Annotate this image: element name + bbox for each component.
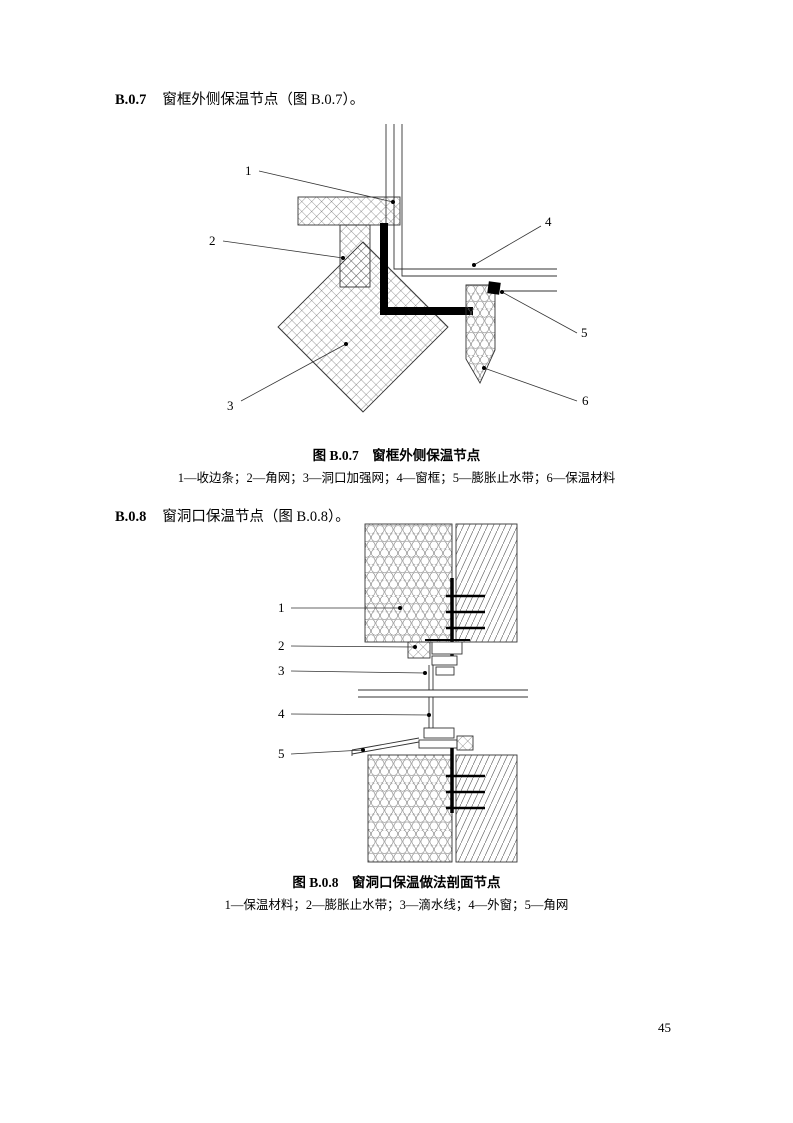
top-insulation-block — [364, 523, 453, 643]
figure-b08-diagram: 1 2 3 4 5 — [278, 523, 528, 863]
frame-seal-profile — [380, 223, 473, 315]
bottom-anchors — [446, 774, 485, 810]
waterstop-block — [487, 281, 501, 295]
clause-b07-heading: B.0.7 窗框外侧保温节点（图 B.0.7）。 — [115, 88, 364, 109]
figure-b08-caption: 图 B.0.8 窗洞口保温做法剖面节点 — [292, 875, 501, 890]
clause-b08-heading: B.0.8 窗洞口保温节点（图 B.0.8）。 — [115, 505, 350, 526]
figure-b07-caption: 图 B.0.7 窗框外侧保温节点 — [312, 448, 481, 463]
figure-label-3: 3 — [278, 663, 285, 678]
clause-b07-number: B.0.7 — [115, 92, 147, 108]
page-number: 45 — [658, 1020, 671, 1035]
figure-label-4: 4 — [278, 706, 285, 721]
window-sill-assembly — [351, 697, 474, 756]
figure-label-6: 6 — [582, 393, 589, 408]
figure-label-2: 2 — [278, 638, 285, 653]
figure-b07-legend: 1—收边条；2—角网；3—洞口加强网；4—窗框；5—膨胀止水带；6—保温材料 — [177, 471, 616, 485]
leader-lines — [290, 606, 431, 755]
edge-trim-hatch — [297, 196, 401, 226]
leader-lines — [222, 170, 578, 402]
window-frame-lines — [385, 124, 557, 292]
figure-label-2: 2 — [209, 233, 216, 248]
figure-label-1: 1 — [278, 600, 285, 615]
section-break-lines — [358, 689, 528, 698]
top-anchors — [446, 594, 485, 630]
figure-b08-legend: 1—保温材料；2—膨胀止水带；3—滴水线；4—外窗；5—角网 — [224, 898, 569, 912]
figure-label-3: 3 — [227, 398, 234, 413]
figure-label-1: 1 — [245, 163, 252, 178]
figure-b07-diagram: 1 2 3 4 5 6 — [209, 124, 589, 413]
figure-label-4: 4 — [545, 214, 552, 229]
clause-b07-title: 窗框外侧保温节点（图 B.0.7）。 — [162, 92, 365, 108]
clause-b08-number: B.0.8 — [115, 509, 147, 525]
figure-label-5: 5 — [278, 746, 285, 761]
clause-b08-title: 窗洞口保温节点（图 B.0.8）。 — [162, 509, 350, 525]
figure-label-5: 5 — [581, 325, 588, 340]
reinforcing-mesh-diamond — [277, 241, 449, 413]
bottom-insulation-block — [367, 754, 453, 863]
window-head-assembly — [407, 639, 470, 690]
top-structure-block — [455, 523, 518, 643]
insulation-strip — [465, 284, 496, 384]
